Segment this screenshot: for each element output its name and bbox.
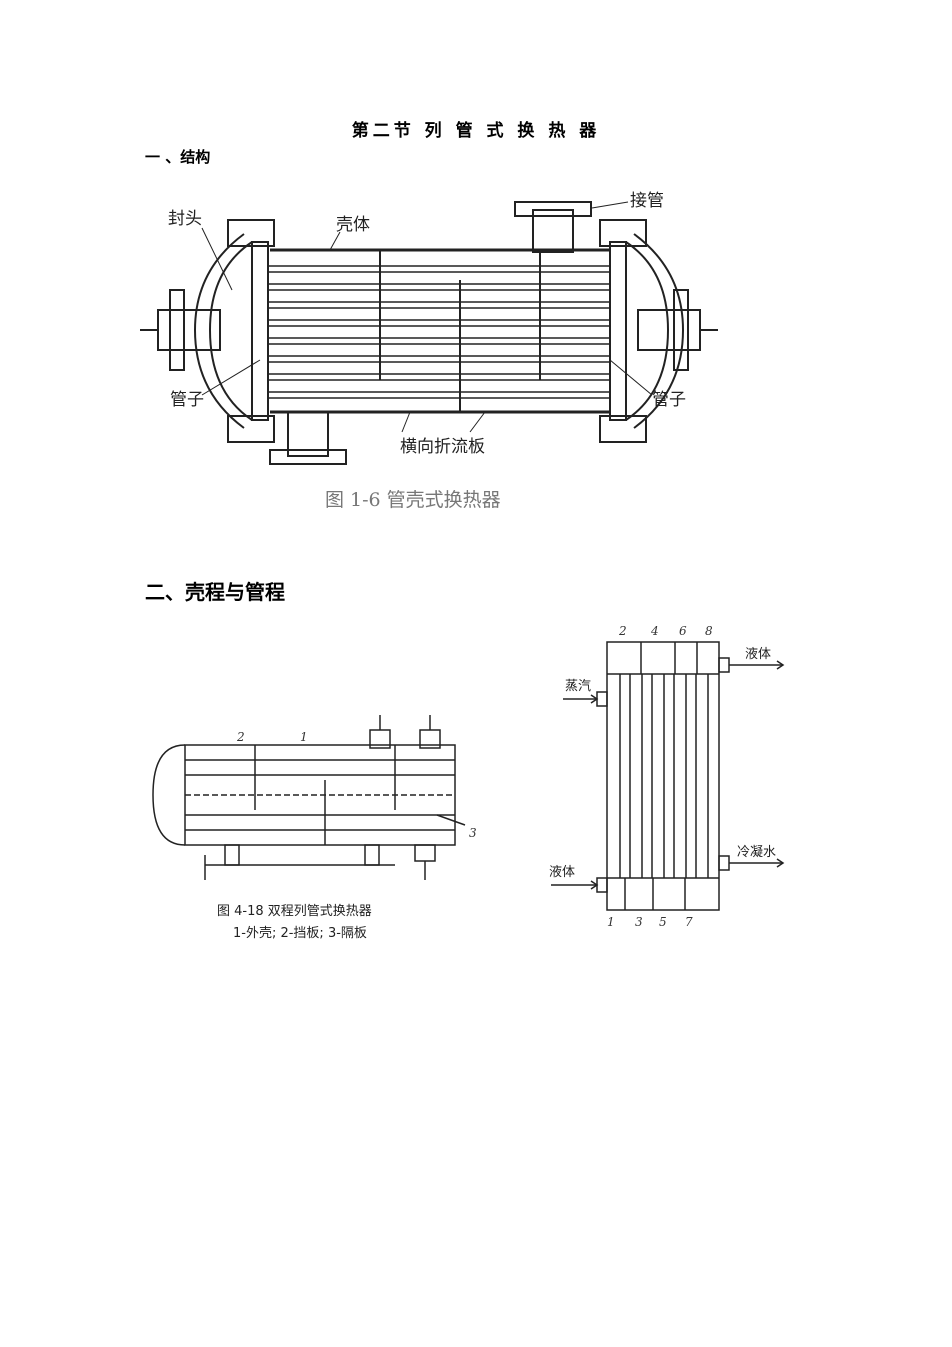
fig3-label-liquid-in: 液体 <box>549 865 575 880</box>
label-tube-left: 管子 <box>170 390 204 410</box>
label-shell: 壳体 <box>336 215 370 235</box>
label-tube-right: 管子 <box>652 390 686 410</box>
fig3-bottom-5: 5 <box>659 915 667 929</box>
heading-shell-tube-pass: 二、壳程与管程 <box>145 580 285 604</box>
fig3-top-4: 4 <box>650 624 659 638</box>
figure1-caption: 图 1-6 管壳式换热器 <box>325 489 501 511</box>
fig3-label-condensate: 冷凝水 <box>737 844 776 860</box>
figure-two-pass-exchanger: 2 1 3 图 4-18 双程列管式换热器 1-外壳; 2-挡板; 3-隔板 <box>152 715 477 941</box>
fig3-bottom-7: 7 <box>685 915 693 929</box>
figure-shell-tube-exchanger: 封头 壳体 接管 管子 管子 横向折流板 图 1-6 管壳式换热器 <box>140 191 718 511</box>
label-baffle: 横向折流板 <box>400 437 485 457</box>
label-head: 封头 <box>168 209 202 229</box>
fig2-label-1: 1 <box>300 730 308 744</box>
fig3-bottom-1: 1 <box>607 915 615 929</box>
fig3-label-liquid-out: 液体 <box>745 647 771 662</box>
fig3-label-steam: 蒸汽 <box>565 679 591 694</box>
fig3-top-8: 8 <box>705 624 713 638</box>
figure-vertical-exchanger: 2 4 6 8 1 3 5 7 液体 蒸汽 冷凝水 液体 <box>549 624 785 929</box>
fig2-label-3: 3 <box>469 826 477 840</box>
figure2-caption-line1: 图 4-18 双程列管式换热器 <box>217 904 372 919</box>
heading-structure: 一 、结构 <box>145 148 211 166</box>
fig3-top-2: 2 <box>618 624 627 638</box>
fig2-label-2: 2 <box>236 730 245 744</box>
section-title: 第二节 列 管 式 换 热 器 <box>351 121 601 141</box>
fig3-top-6: 6 <box>679 624 687 638</box>
fig3-bottom-3: 3 <box>635 915 643 929</box>
label-nozzle: 接管 <box>630 191 664 211</box>
figure2-caption-line2: 1-外壳; 2-挡板; 3-隔板 <box>233 926 367 941</box>
